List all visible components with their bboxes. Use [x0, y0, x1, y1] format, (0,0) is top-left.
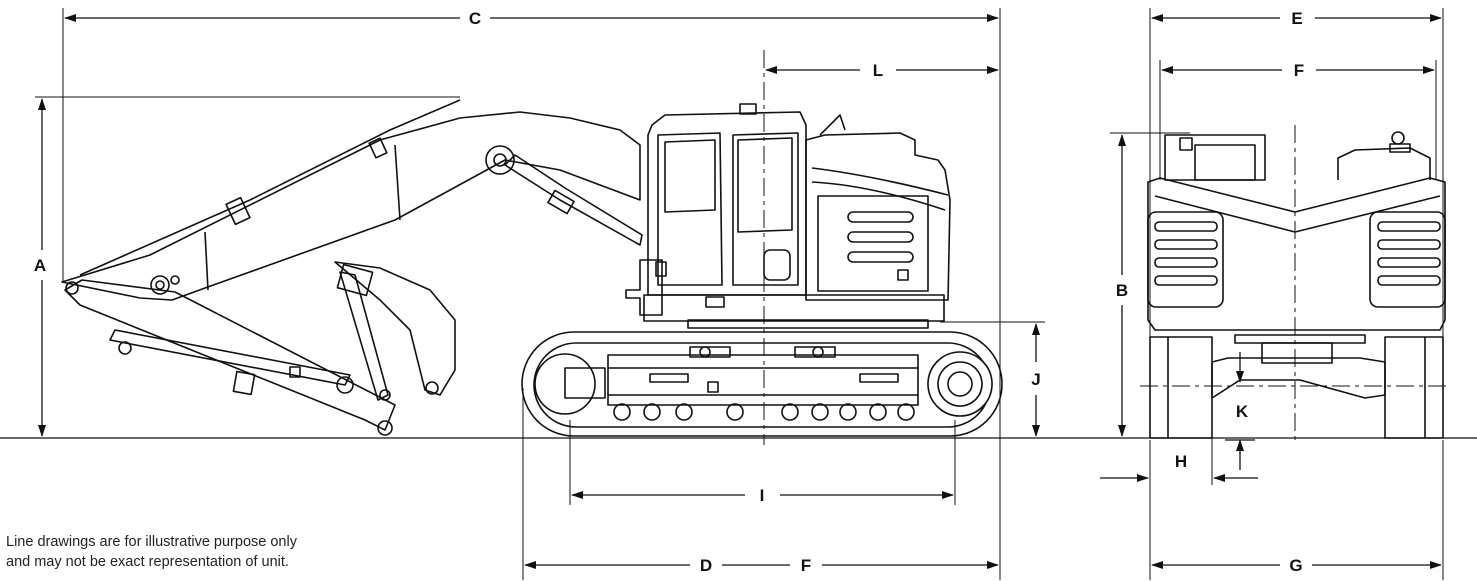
centerlines	[763, 50, 1450, 445]
disclaimer-line-2: and may not be exact representation of u…	[6, 554, 289, 570]
front-view-excavator	[1147, 131, 1446, 439]
dim-label-k: K	[1236, 402, 1249, 421]
dim-label-f-bottom: F	[801, 556, 811, 575]
arm	[64, 275, 396, 436]
bucket	[334, 261, 456, 401]
dim-label-j: J	[1031, 370, 1040, 389]
upper-structure	[625, 103, 951, 329]
dim-label-b: B	[1116, 281, 1128, 300]
boom	[61, 99, 643, 301]
dim-label-l: L	[873, 61, 883, 80]
dim-label-h: H	[1175, 452, 1187, 471]
side-view-excavator	[61, 99, 1003, 437]
dim-label-g: G	[1289, 556, 1302, 575]
dimension-labels: C L A J I D F E F B K H G	[34, 9, 1304, 575]
dim-label-f-top: F	[1294, 61, 1304, 80]
dim-label-i: I	[760, 486, 765, 505]
track-assembly	[521, 331, 1003, 437]
dim-label-a: A	[34, 256, 46, 275]
dimension-lines	[38, 14, 1442, 569]
disclaimer-note: Line drawings are for illustrative purpo…	[6, 532, 366, 572]
dim-label-e: E	[1291, 9, 1302, 28]
dim-label-c: C	[469, 9, 481, 28]
disclaimer-line-1: Line drawings are for illustrative purpo…	[6, 534, 297, 550]
dim-label-d: D	[700, 556, 712, 575]
extension-lines	[35, 8, 1444, 580]
